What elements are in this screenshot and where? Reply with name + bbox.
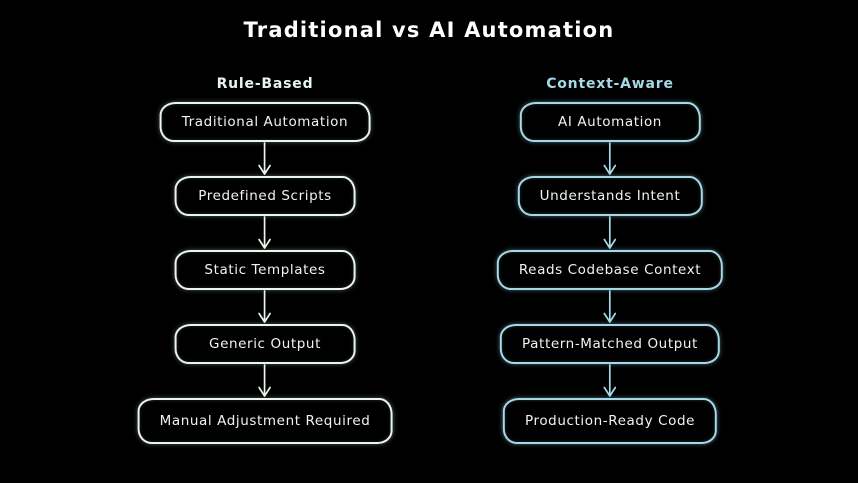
down-arrow-icon bbox=[255, 216, 275, 250]
flow-node-manual-adjustment-required: Manual Adjustment Required bbox=[137, 398, 393, 444]
flow-node-predefined-scripts: Predefined Scripts bbox=[174, 176, 356, 216]
flow-node-understands-intent: Understands Intent bbox=[517, 176, 703, 216]
down-arrow-icon bbox=[600, 364, 620, 398]
flow-node-ai-automation: AI Automation bbox=[519, 102, 701, 142]
flow-node-production-ready-code: Production-Ready Code bbox=[502, 398, 718, 444]
down-arrow-icon bbox=[255, 364, 275, 398]
rule-based-column: Rule-Based Traditional Automation Predef… bbox=[137, 76, 393, 444]
flow-node-static-templates: Static Templates bbox=[174, 250, 356, 290]
flow-node-traditional-automation: Traditional Automation bbox=[159, 102, 371, 142]
down-arrow-icon bbox=[600, 290, 620, 324]
down-arrow-icon bbox=[600, 142, 620, 176]
down-arrow-icon bbox=[255, 142, 275, 176]
flow-node-generic-output: Generic Output bbox=[174, 324, 356, 364]
flow-node-reads-codebase-context: Reads Codebase Context bbox=[496, 250, 724, 290]
context-aware-column: Context-Aware AI Automation Understands … bbox=[496, 76, 724, 444]
diagram-title: Traditional vs AI Automation bbox=[243, 18, 615, 42]
right-column-header: Context-Aware bbox=[546, 76, 674, 92]
flow-node-pattern-matched-output: Pattern-Matched Output bbox=[500, 324, 720, 364]
left-column-header: Rule-Based bbox=[216, 76, 314, 92]
down-arrow-icon bbox=[255, 290, 275, 324]
down-arrow-icon bbox=[600, 216, 620, 250]
